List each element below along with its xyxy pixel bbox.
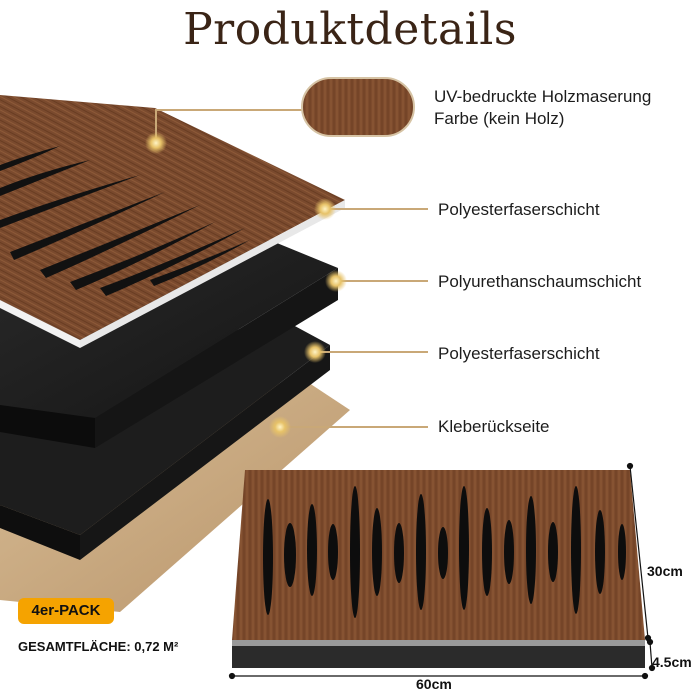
dimension-height-label: 30cm	[647, 563, 683, 579]
dimension-lines	[228, 462, 656, 680]
layer-label-polyester-top: Polyesterfaserschicht	[438, 200, 600, 219]
layer-label-polyester-bottom: Polyesterfaserschicht	[438, 344, 600, 363]
layer-label-line: UV-bedruckte Holzmaserung	[434, 87, 652, 106]
pack-badge: 4er-PACK	[18, 598, 114, 624]
panel-slots	[263, 486, 626, 618]
leader-dot-icon	[145, 132, 167, 154]
dimension-depth-label: 4.5cm	[652, 654, 692, 670]
wood-swatch-icon	[301, 77, 415, 137]
page-title: Produktdetails	[183, 4, 517, 55]
leader-dot-icon	[314, 198, 336, 220]
layer-label-line: Farbe (kein Holz)	[434, 109, 565, 128]
layer-label-foam: Polyurethanschaumschicht	[438, 272, 642, 291]
leader-dot-icons	[145, 132, 347, 438]
acoustic-slots	[0, 146, 250, 296]
dimension-width-label: 60cm	[416, 676, 452, 692]
layer-label-adhesive: Kleberückseite	[438, 417, 550, 436]
leader-dot-icon	[325, 270, 347, 292]
leader-dot-icon	[269, 416, 291, 438]
total-area-label: GESAMTFLÄCHE: 0,72 M²	[18, 639, 179, 654]
top-wood-panel	[0, 95, 345, 348]
lower-polyester-layer	[0, 318, 330, 560]
leader-dot-icon	[304, 341, 326, 363]
assembled-panel	[232, 470, 645, 668]
layer-label-wood-print: UV-bedruckte Holzmaserung Farbe (kein Ho…	[434, 86, 651, 130]
